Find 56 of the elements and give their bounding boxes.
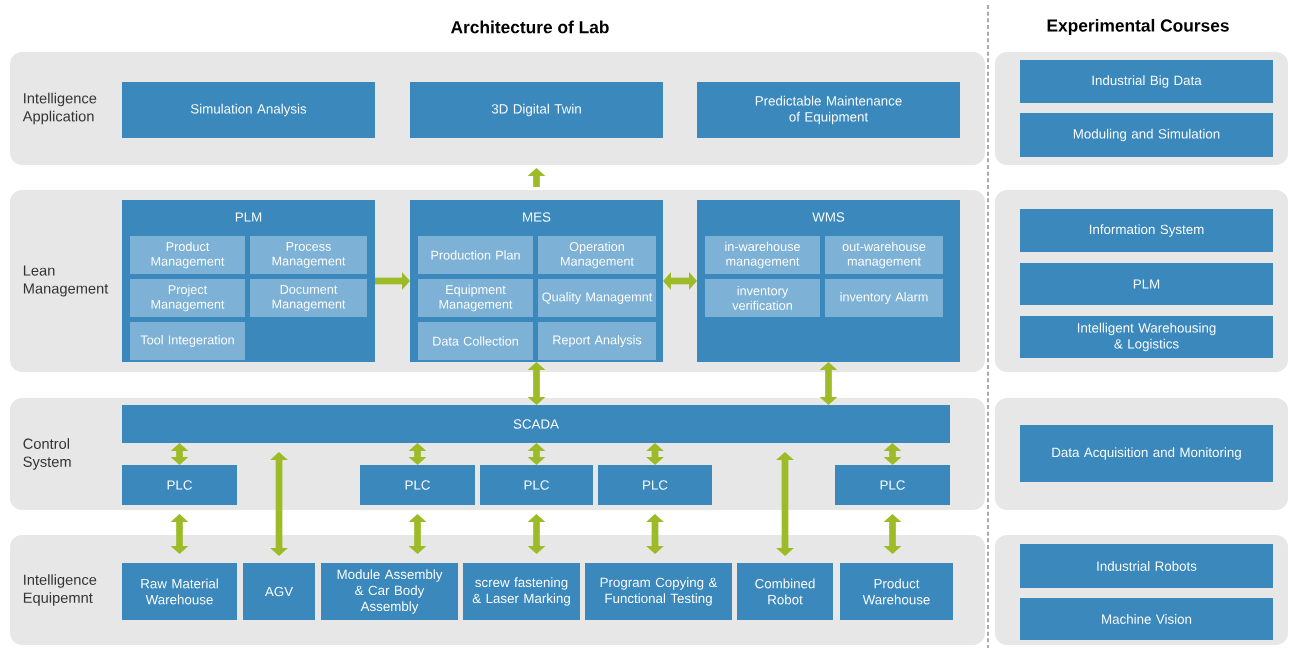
module-box: PLC [360,465,475,505]
function-box: Quality Managemnt [538,279,656,317]
double-arrow [408,443,427,465]
double-arrow [408,514,427,554]
double-arrow [663,272,697,290]
function-box: Equipment Management [418,279,533,317]
module-box: Module Assembly & Car Body Assembly [321,563,458,620]
module-box: PLC [480,465,593,505]
function-box: Project Management [130,279,245,317]
title: Architecture of Lab [451,20,609,34]
double-arrow [646,514,664,554]
function-box: Tool Integeration [130,322,245,360]
module-box: Intelligent Warehousing & Logistics [1020,316,1273,358]
double-arrow [170,514,189,554]
module-box: Industrial Robots [1020,544,1273,588]
double-arrow [527,514,546,554]
double-arrow [883,514,902,554]
double-arrow [883,443,902,465]
function-box: inventory verification [705,279,820,317]
function-box: Report Analysis [538,322,656,360]
module-box: PLC [122,465,237,505]
module-box: Machine Vision [1020,598,1273,640]
module-box: Data Acquisition and Monitoring [1020,425,1273,482]
double-arrow [527,443,546,465]
section-heading: Experimental Courses [1047,18,1229,36]
double-arrow [527,362,546,405]
module-box: Moduling and Simulation [1020,113,1273,157]
function-box: Data Collection [418,322,533,360]
module-box: SCADA [122,405,950,443]
double-arrow [170,443,189,465]
double-arrow [270,452,288,556]
function-box: Process Management [250,236,367,274]
function-box: Operation Management [538,236,656,274]
module-box: Information System [1020,209,1273,252]
function-box: out-warehouse management [825,236,943,274]
module-box: PLM [1020,263,1273,305]
module-box: screw fastening & Laser Marking [463,563,580,620]
function-box: Production Plan [418,236,533,274]
double-arrow [776,452,794,556]
double-arrow [646,443,664,465]
module-box: Program Copying & Functional Testing [585,563,732,620]
function-box: inventory Alarm [825,279,943,317]
function-box: Product Management [130,236,245,274]
module-box: PLC [835,465,950,505]
module-box: Raw Material Warehouse [122,563,237,620]
module-box: Combined Robot [737,563,833,620]
function-box: in-warehouse management [705,236,820,274]
module-box: Product Warehouse [840,563,953,620]
module-box: PLC [598,465,712,505]
module-box: AGV [243,563,315,620]
function-box: Document Management [250,279,367,317]
module-box: Predictable Maintenance of Equipment [697,82,960,138]
module-box: 3D Digital Twin [410,82,663,138]
module-box: Industrial Big Data [1020,60,1273,103]
double-arrow [819,362,838,405]
module-box: Simulation Analysis [122,82,375,138]
